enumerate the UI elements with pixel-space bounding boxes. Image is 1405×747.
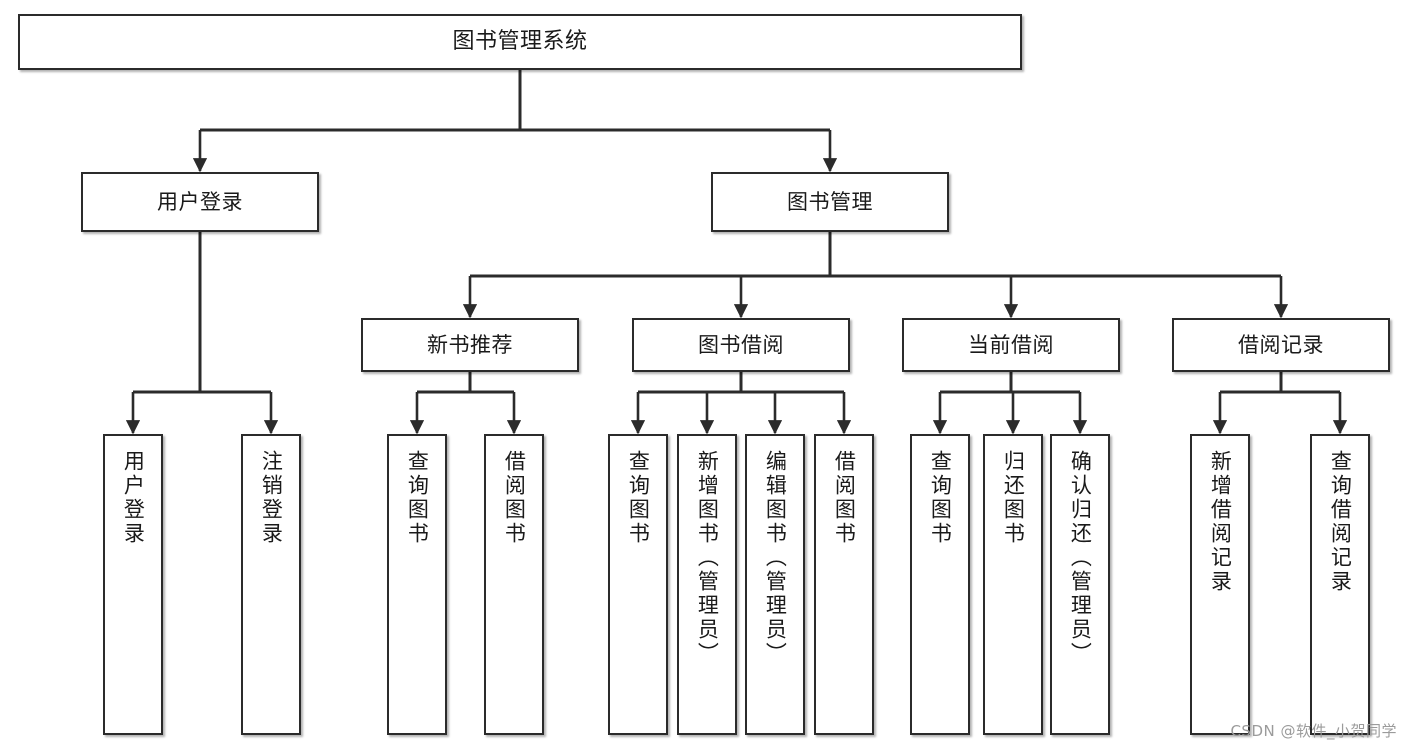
- node-label: 确认归还（管理员）: [1068, 450, 1093, 666]
- node-leaf-query-book-1[interactable]: 查询图书: [387, 434, 447, 735]
- node-label: 查询图书: [405, 450, 430, 546]
- node-leaf-query-record[interactable]: 查询借阅记录: [1310, 434, 1370, 735]
- node-leaf-add-book[interactable]: 新增图书（管理员）: [677, 434, 737, 735]
- node-leaf-edit-book[interactable]: 编辑图书（管理员）: [745, 434, 805, 735]
- node-root[interactable]: 图书管理系统: [18, 14, 1022, 70]
- node-label: 图书借阅: [698, 332, 784, 357]
- node-leaf-add-record[interactable]: 新增借阅记录: [1190, 434, 1250, 735]
- node-label: 编辑图书（管理员）: [763, 450, 788, 666]
- node-leaf-return-book[interactable]: 归还图书: [983, 434, 1043, 735]
- node-label: 查询借阅记录: [1328, 450, 1353, 594]
- node-leaf-user-login[interactable]: 用户登录: [103, 434, 163, 735]
- node-label: 借阅图书: [832, 450, 857, 546]
- node-new-book-rec[interactable]: 新书推荐: [361, 318, 579, 372]
- node-label: 新书推荐: [427, 332, 513, 357]
- node-label: 图书管理系统: [452, 29, 588, 55]
- node-borrow-record[interactable]: 借阅记录: [1172, 318, 1390, 372]
- node-label: 当前借阅: [968, 332, 1054, 357]
- watermark: CSDN @软件_小贺同学: [1230, 722, 1397, 740]
- node-label: 新增借阅记录: [1208, 450, 1233, 594]
- node-leaf-query-book-3[interactable]: 查询图书: [910, 434, 970, 735]
- node-label: 注销登录: [259, 450, 284, 546]
- node-label: 新增图书（管理员）: [695, 450, 720, 666]
- node-label: 借阅记录: [1238, 332, 1324, 357]
- node-book-borrow[interactable]: 图书借阅: [632, 318, 850, 372]
- node-leaf-borrow-book-1[interactable]: 借阅图书: [484, 434, 544, 735]
- node-label: 归还图书: [1001, 450, 1026, 546]
- node-leaf-logout-login[interactable]: 注销登录: [241, 434, 301, 735]
- node-label: 图书管理: [787, 189, 873, 214]
- node-label: 用户登录: [157, 189, 243, 214]
- node-leaf-borrow-book-2[interactable]: 借阅图书: [814, 434, 874, 735]
- node-label: 借阅图书: [502, 450, 527, 546]
- node-current-borrow[interactable]: 当前借阅: [902, 318, 1120, 372]
- node-label: 用户登录: [121, 450, 146, 546]
- node-book-manage[interactable]: 图书管理: [711, 172, 949, 232]
- node-label: 查询图书: [626, 450, 651, 546]
- node-label: 查询图书: [928, 450, 953, 546]
- node-user-login[interactable]: 用户登录: [81, 172, 319, 232]
- node-leaf-query-book-2[interactable]: 查询图书: [608, 434, 668, 735]
- node-leaf-confirm-return[interactable]: 确认归还（管理员）: [1050, 434, 1110, 735]
